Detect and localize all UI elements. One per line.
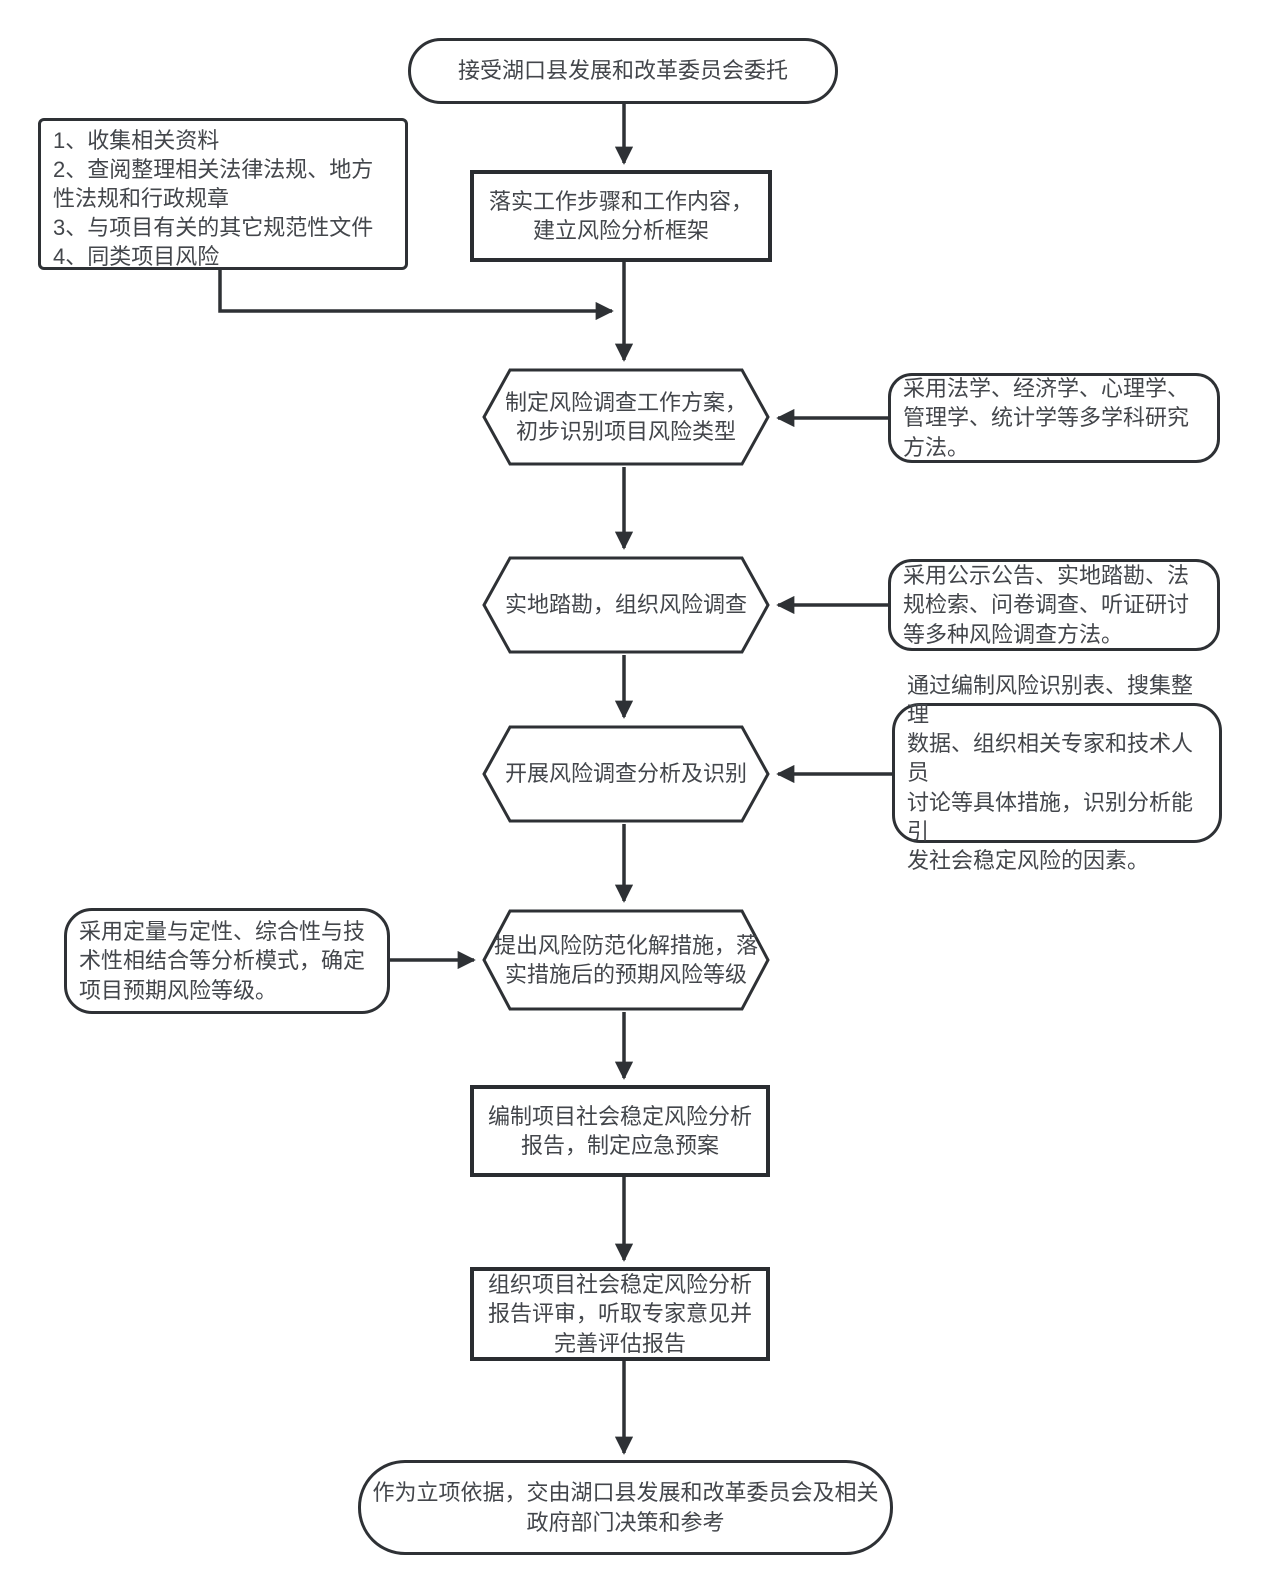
node-survey-label: 实地踏勘，组织风险调查 <box>504 592 747 618</box>
node-method-identification: 通过编制风险识别表、搜集整理 数据、组织相关专家和技术人员 讨论等具体措施，识别… <box>892 673 1222 873</box>
node-end-terminator: 作为立项依据，交由湖口县发展和改革委员会及相关 政府部门决策和参考 <box>358 1460 893 1555</box>
node-start-terminator: 接受湖口县发展和改革委员会委托 <box>408 38 838 104</box>
node-analysis-hexagon: 开展风险调查分析及识别 <box>482 724 770 824</box>
node-report-process: 编制项目社会稳定风险分析 报告，制定应急预案 <box>470 1085 770 1177</box>
node-measures-label: 提出风险防范化解措施，落 实措施后的预期风险等级 <box>493 932 758 987</box>
node-method-survey-tools: 采用公示公告、实地踏勘、法 规检索、问卷调查、听证研讨 等多种风险调查方法。 <box>888 559 1220 651</box>
node-end-label: 作为立项依据，交由湖口县发展和改革委员会及相关 政府部门决策和参考 <box>372 1480 879 1535</box>
node-report-label: 编制项目社会稳定风险分析 报告，制定应急预案 <box>487 1103 752 1158</box>
node-method-survey-tools-label: 采用公示公告、实地踏勘、法 规检索、问卷调查、听证研讨 等多种风险调查方法。 <box>903 563 1190 647</box>
node-measures-hexagon: 提出风险防范化解措施，落 实措施后的预期风险等级 <box>482 908 770 1012</box>
node-plan-label: 制定风险调查工作方案， 初步识别项目风险类型 <box>504 389 747 444</box>
hexagon-shape <box>482 556 770 654</box>
node-review-label: 组织项目社会稳定风险分析 报告评审，听取专家意见并 完善评估报告 <box>487 1272 752 1356</box>
node-survey-hexagon: 实地踏勘，组织风险调查 <box>482 555 770 655</box>
node-analysis-label: 开展风险调查分析及识别 <box>504 761 747 787</box>
node-framework-label: 落实工作步骤和工作内容， 建立风险分析框架 <box>488 188 753 243</box>
node-materials-list: 1、收集相关资料 2、查阅整理相关法律法规、地方性法规和行政规章 3、与项目有关… <box>38 118 408 270</box>
node-start-label: 接受湖口县发展和改革委员会委托 <box>457 58 788 84</box>
node-framework-process: 落实工作步骤和工作内容， 建立风险分析框架 <box>470 170 772 262</box>
node-method-identification-label: 通过编制风险识别表、搜集整理 数据、组织相关专家和技术人员 讨论等具体措施，识别… <box>907 673 1194 873</box>
node-method-grading: 采用定量与定性、综合性与技 术性相结合等分析模式，确定 项目预期风险等级。 <box>64 908 390 1014</box>
node-method-disciplines: 采用法学、经济学、心理学、 管理学、统计学等多学科研究 方法。 <box>888 373 1220 463</box>
hexagon-shape <box>482 725 770 823</box>
node-method-disciplines-label: 采用法学、经济学、心理学、 管理学、统计学等多学科研究 方法。 <box>903 376 1190 460</box>
node-materials-label: 1、收集相关资料 2、查阅整理相关法律法规、地方性法规和行政规章 3、与项目有关… <box>53 128 374 270</box>
node-plan-hexagon: 制定风险调查工作方案， 初步识别项目风险类型 <box>482 367 770 467</box>
node-review-process: 组织项目社会稳定风险分析 报告评审，听取专家意见并 完善评估报告 <box>470 1267 770 1361</box>
hexagon-shape <box>482 909 770 1011</box>
hexagon-shape <box>482 368 770 466</box>
arrow-materials-elbow <box>218 270 614 321</box>
node-method-grading-label: 采用定量与定性、综合性与技 术性相结合等分析模式，确定 项目预期风险等级。 <box>79 919 366 1003</box>
